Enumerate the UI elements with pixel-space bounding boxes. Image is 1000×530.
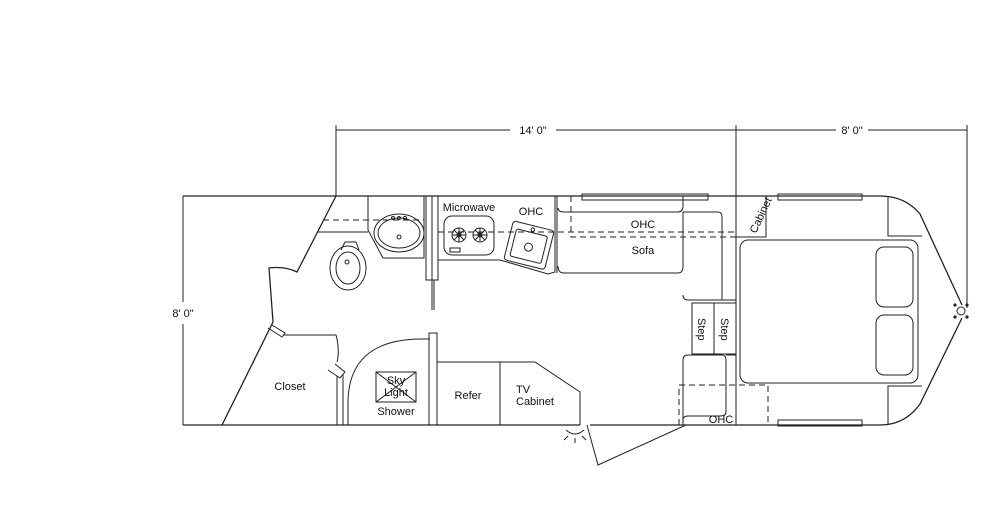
shower [347,332,438,426]
burner-icon [451,227,467,243]
skylight [375,371,417,403]
bedroom [678,196,969,425]
microwave-label: Microwave [443,202,496,214]
step-label-1: Step [695,318,707,341]
sofa [556,196,736,301]
kitchen [438,196,736,275]
refer-label: Refer [455,390,482,402]
pillow [875,314,914,376]
bathroom-sink [373,213,425,253]
hitch-icon [953,303,969,319]
dimension-lines [182,125,968,425]
kitchen-ohc-label: OHC [519,206,544,218]
closet-label: Closet [274,381,305,393]
entry-light-icon [563,429,587,443]
entry-door[interactable] [563,424,687,466]
dimension-length-rear: 14' 0" [519,125,547,137]
exterior-walls [183,195,963,426]
stove [443,215,495,256]
burner-icon [472,227,488,243]
skylight-label-light: Light [384,387,408,399]
refer-tv-cabinet [437,361,581,425]
pillow [875,246,914,308]
stove-controls [449,247,461,253]
sofa-ohc-label: OHC [631,219,656,231]
toilet [329,245,367,291]
skylight-label-sky: Sky [387,375,406,387]
cabinet-label: Cabinet [748,196,775,235]
toilet-tank [340,241,360,251]
closet [267,324,346,425]
tv-cabinet-label: Cabinet [516,396,554,408]
kitchen-sink [503,220,555,270]
shower-label: Shower [377,406,415,418]
dimension-width: 8' 0" [172,308,193,320]
dinette-ohc-label: OHC [709,414,734,426]
window [581,193,709,201]
window [777,193,863,201]
bed [739,239,919,384]
step-label-2: Step [718,318,730,341]
tv-label: TV [516,384,531,396]
window [777,419,863,427]
bathroom [318,195,439,310]
dimension-length-front: 8' 0" [841,125,862,137]
sofa-label: Sofa [632,245,656,257]
